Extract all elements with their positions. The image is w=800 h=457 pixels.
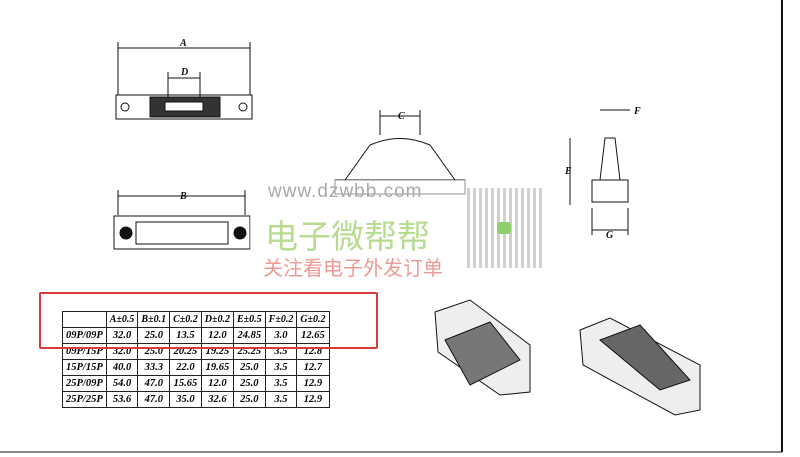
dim-label-b: B bbox=[179, 191, 187, 202]
table-cell: 54.0 bbox=[105, 375, 139, 392]
table-cell: 22.0 bbox=[169, 359, 202, 376]
table-cell: 3.5 bbox=[264, 375, 298, 392]
table-header-row: A±0.5 B±0.1 C±0.2 D±0.2 E±0.5 F±0.2 G±0.… bbox=[62, 311, 330, 328]
table-cell: 33.3 bbox=[137, 359, 171, 376]
table-cell: 47.0 bbox=[137, 375, 171, 392]
dim-label-f: F bbox=[633, 106, 641, 117]
table-cell: 25.0 bbox=[232, 391, 266, 408]
table-cell: 25.0 bbox=[232, 359, 266, 376]
table-cell: 3.5 bbox=[264, 391, 298, 408]
table-cell: 25.0 bbox=[232, 375, 266, 392]
watermark-url: www.dzwbb.com bbox=[268, 181, 423, 202]
dim-label-e: E bbox=[564, 166, 572, 177]
table-cell: 15P/15P bbox=[62, 359, 107, 376]
dim-label-g: G bbox=[606, 230, 614, 241]
dim-label-a: A bbox=[179, 38, 187, 49]
table-cell: 32.6 bbox=[200, 391, 234, 408]
watermark-brand: 电子微帮帮 bbox=[265, 217, 430, 256]
watermark-slogan: 关注看电子外发订单 bbox=[263, 256, 443, 280]
table-cell: 12.0 bbox=[200, 375, 234, 392]
table-cell: 35.0 bbox=[169, 391, 202, 408]
table-cell: 19.65 bbox=[200, 359, 234, 376]
table-cell: 3.5 bbox=[264, 359, 298, 376]
table-cell: 12.9 bbox=[296, 375, 330, 392]
table-cell: 53.6 bbox=[105, 391, 139, 408]
table-cell: 15.65 bbox=[169, 375, 202, 392]
table-cell: 47.0 bbox=[137, 391, 171, 408]
table-cell: 12.9 bbox=[296, 391, 330, 408]
table-cell: 25P/25P bbox=[62, 391, 107, 408]
table-cell: 40.0 bbox=[105, 359, 139, 376]
table-cell: 25P/09P bbox=[62, 375, 107, 392]
dim-label-d: D bbox=[180, 67, 188, 78]
dim-label-c: C bbox=[398, 111, 405, 122]
table-cell: 12.7 bbox=[296, 359, 330, 376]
highlight-box bbox=[39, 292, 378, 349]
wechat-icon bbox=[497, 222, 511, 234]
